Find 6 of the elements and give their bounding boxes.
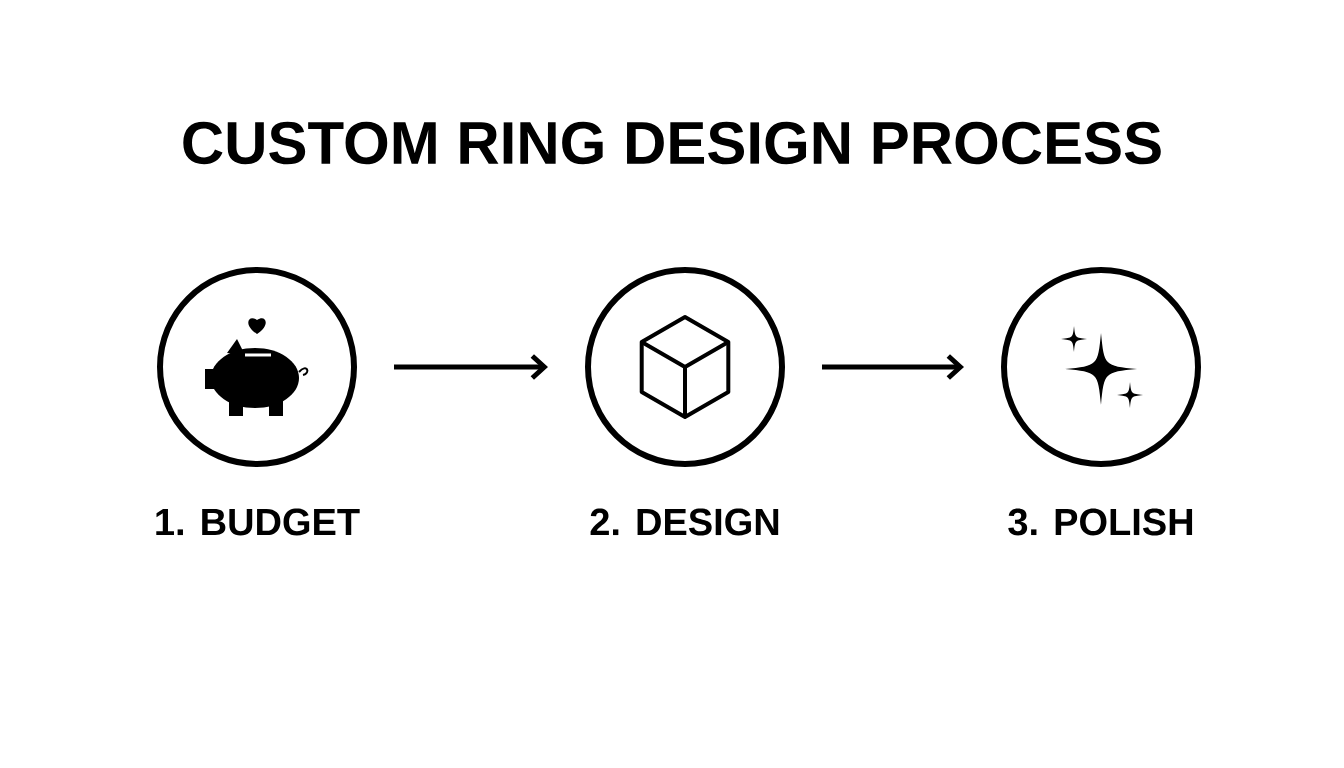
step-label: 2. DESIGN [590, 508, 779, 536]
step-label: 1. BUDGET [156, 508, 360, 536]
title: CUSTOM RING DESIGN PROCESS [183, 121, 1161, 165]
arrow [822, 354, 964, 380]
arrow [394, 354, 548, 380]
step-label: 3. POLISH [1008, 508, 1193, 536]
